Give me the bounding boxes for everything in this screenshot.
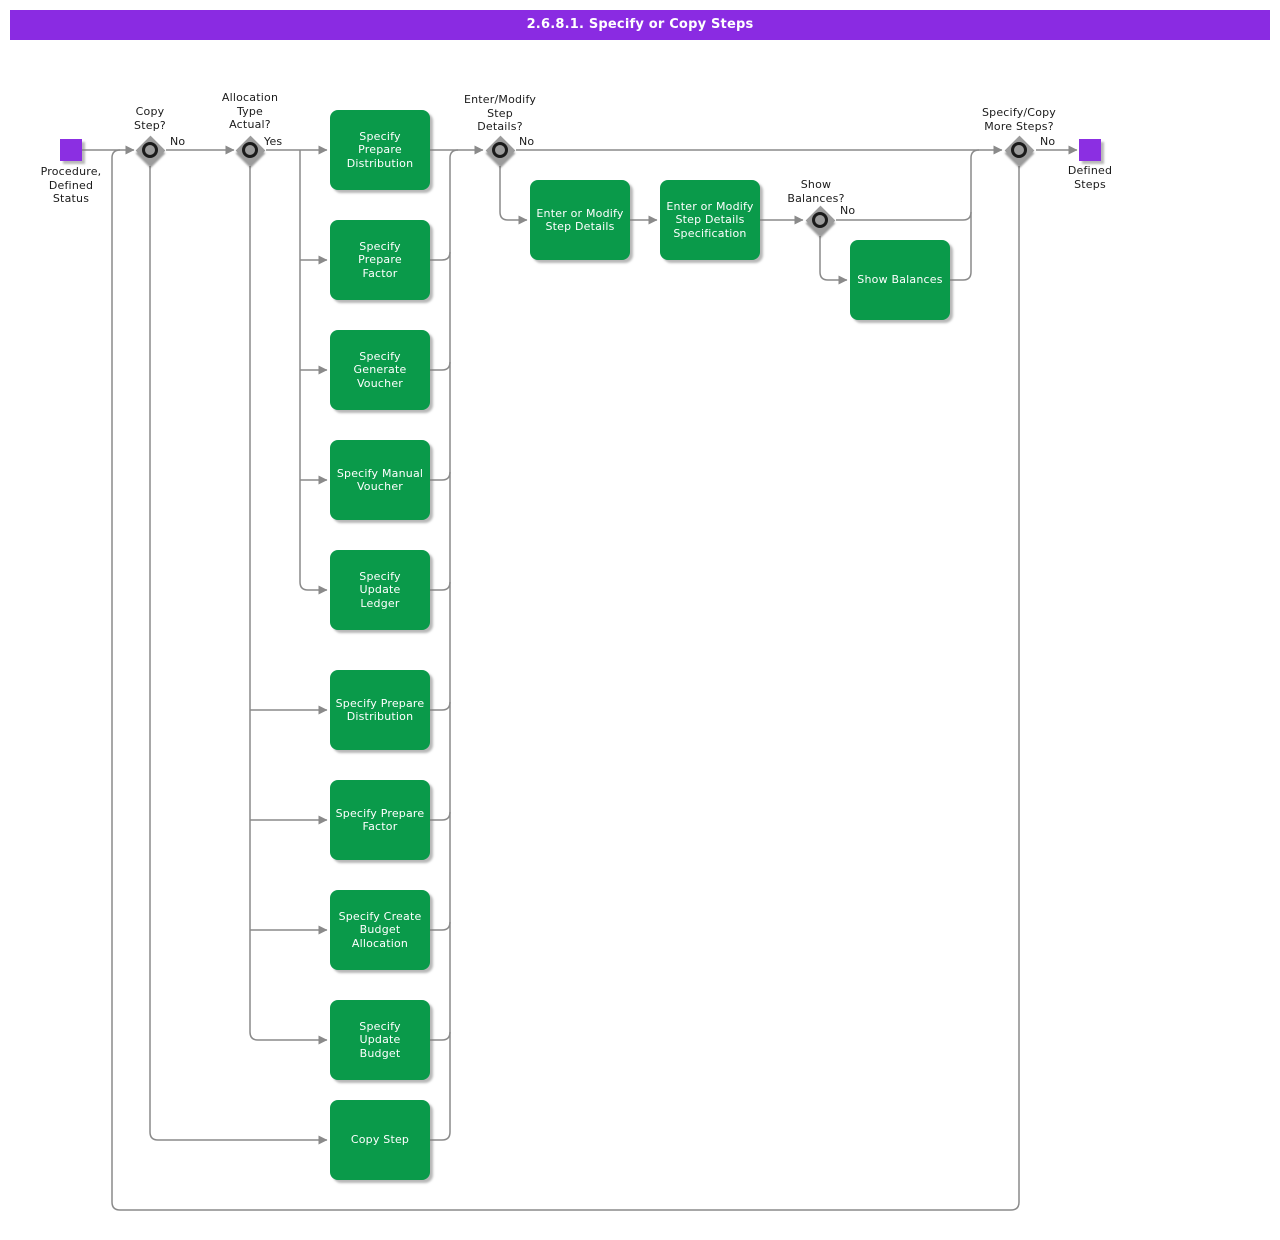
gateway-circle-icon — [812, 212, 828, 228]
out-update-budget — [430, 1031, 451, 1041]
out-manual-voucher — [430, 471, 451, 481]
task-show-balances[interactable]: Show Balances — [850, 240, 950, 320]
gateway-allocation-type — [235, 135, 265, 165]
out-prepare-factor — [430, 251, 451, 261]
out-generate-voucher — [430, 361, 451, 371]
gateway-circle-icon — [492, 142, 508, 158]
gateway-circle-icon — [242, 142, 258, 158]
start-event-label: Procedure, Defined Status — [40, 165, 102, 205]
out-copy-step — [430, 1131, 451, 1141]
gateway-copy-step-question: Copy Step? — [134, 105, 166, 132]
flow-yes-to-enter-or-modify-step-details — [499, 166, 528, 225]
gateway-show-balances — [805, 205, 835, 235]
flow-spine-to-copy-step-task — [149, 166, 328, 1145]
end-event-square[interactable] — [1079, 139, 1101, 161]
gateway-more-steps-question: Specify/Copy More Steps? — [981, 106, 1057, 133]
task-specify-prepare-distribution-actual[interactable]: Specify Prepare Distribution — [330, 110, 430, 190]
task-specify-update-budget[interactable]: Specify Update Budget — [330, 1000, 430, 1080]
task-specify-prepare-distribution-budget[interactable]: Specify Prepare Distribution — [330, 670, 430, 750]
start-event-square[interactable] — [60, 139, 82, 161]
gateway-enter-modify-answer: No — [519, 135, 535, 148]
out-prepare-distribution-budget — [430, 701, 451, 711]
task-specify-update-ledger[interactable]: Specify Update Ledger — [330, 550, 430, 630]
gateway-enter-modify-details — [485, 135, 515, 165]
task-enter-or-modify-step-details-specification[interactable]: Enter or Modify Step Details Specificati… — [660, 180, 760, 260]
task-specify-prepare-factor-budget[interactable]: Specify Prepare Factor — [330, 780, 430, 860]
task-specify-manual-voucher[interactable]: Specify Manual Voucher — [330, 440, 430, 520]
out-update-ledger — [430, 581, 451, 591]
gateway-enter-modify-question: Enter/Modify Step Details? — [463, 93, 537, 133]
flow-show-balances-no-merge — [836, 211, 972, 221]
gateway-allocation-type-question: Allocation Type Actual? — [221, 91, 279, 131]
end-event-label: Defined Steps — [1067, 164, 1113, 191]
diagram-title-bar: 2.6.8.1. Specify or Copy Steps — [10, 10, 1270, 40]
task-specify-prepare-factor-actual[interactable]: Specify Prepare Factor — [330, 220, 430, 300]
diagram-title: 2.6.8.1. Specify or Copy Steps — [526, 17, 754, 32]
task-enter-or-modify-step-details[interactable]: Enter or Modify Step Details — [530, 180, 630, 260]
loop-more-steps-back-to-start — [111, 149, 1020, 1211]
gateway-copy-step — [135, 135, 165, 165]
task-copy-step[interactable]: Copy Step — [330, 1100, 430, 1180]
gateway-show-balances-question: Show Balances? — [787, 178, 845, 205]
merge-vertical-task-outputs — [449, 149, 459, 1132]
gateway-circle-icon — [142, 142, 158, 158]
out-show-balances — [950, 149, 980, 281]
gateway-allocation-type-answer: Yes — [264, 135, 283, 148]
out-prepare-factor-budget — [430, 811, 451, 821]
task-specify-generate-voucher[interactable]: Specify Generate Voucher — [330, 330, 430, 410]
flow-spine-actual-to-update-ledger — [299, 150, 328, 595]
gateway-more-steps — [1004, 135, 1034, 165]
gateway-circle-icon — [1011, 142, 1027, 158]
flow-yes-to-show-balances-task — [819, 236, 848, 285]
out-create-budget-allocation — [430, 921, 451, 931]
gateway-more-steps-answer: No — [1040, 135, 1056, 148]
task-specify-create-budget-allocation[interactable]: Specify Create Budget Allocation — [330, 890, 430, 970]
flow-spine-budget-to-update-budget — [249, 166, 328, 1045]
gateway-show-balances-answer: No — [840, 204, 856, 217]
gateway-copy-step-answer: No — [170, 135, 186, 148]
